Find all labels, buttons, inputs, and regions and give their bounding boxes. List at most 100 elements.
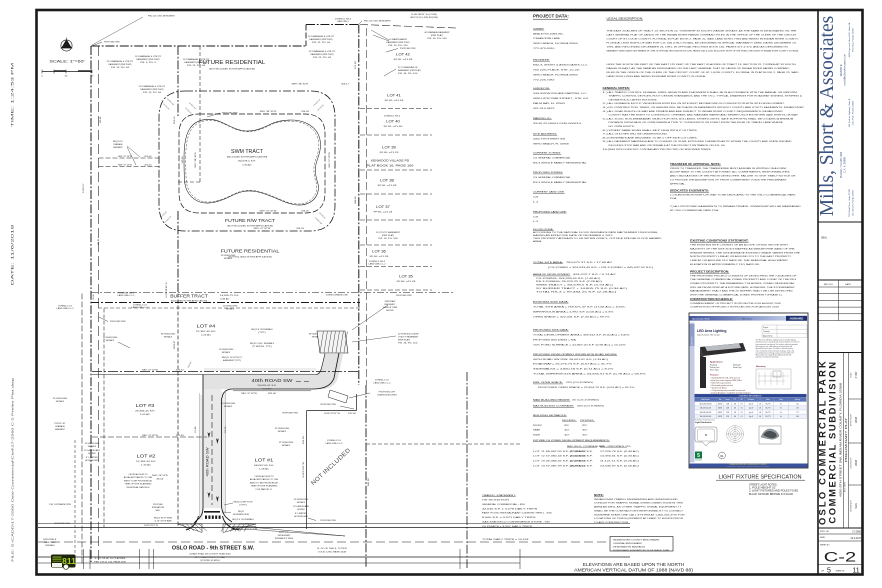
svg-text:driving 3 pcs preset compound: driving 3 pcs preset compound LEDS 0.5A/… — [711, 379, 742, 382]
svg-text:105 Federal Highway, Suite B: 105 Federal Highway, Suite B — [848, 98, 851, 127]
svg-text:110.32: 110.32 — [225, 426, 227, 433]
svg-text:Type IV: Type IV — [749, 416, 754, 418]
svg-text:OPEN SPACE = 322,341 S.F. (7.4: OPEN SPACE = 322,341 S.F. (7.40 AC) = 99… — [533, 315, 610, 318]
svg-text:YAL-01SW-LED-50K: YAL-01SW-LED-50K — [700, 403, 712, 406]
svg-text:340.30': 340.30' — [368, 477, 370, 486]
svg-text:40' DRAINAGE EASEMENT: 40' DRAINAGE EASEMENT — [424, 31, 449, 34]
svg-text:293.33': 293.33' — [303, 435, 305, 444]
svg-text:SUNSHINE STATE ONE CALL SYSTEM: SUNSHINE STATE ONE CALL SYSTEM AT 1-800-… — [594, 513, 685, 516]
svg-text:20' BUILDING: 20' BUILDING — [221, 255, 236, 257]
svg-text:INDIVIDUAL PARCELS: INDIVIDUAL PARCELS — [127, 486, 151, 489]
svg-text:L-2: L-2 — [533, 221, 540, 223]
svg-text:20' NON-EXCLUSIVE: 20' NON-EXCLUSIVE — [398, 334, 420, 336]
svg-text:ELEVATION IS APPROXIMATELY 19.: ELEVATION IS APPROXIMATELY 19.5 NAVD 88. — [690, 263, 760, 266]
svg-text:L=119.38: L=119.38 — [314, 217, 322, 225]
svg-text:CONSTRUCTION SCHEDULE:: CONSTRUCTION SCHEDULE: — [690, 299, 733, 301]
svg-text:700 22nd Place, Suite 2C/2D: 700 22nd Place, Suite 2C/2D — [848, 188, 851, 217]
svg-text:EASEMENT (PER PLAT): EASEMENT (PER PLAT) — [137, 58, 160, 61]
svg-text:YAL-01BL-LED-40K: YAL-01BL-LED-40K — [700, 415, 712, 418]
svg-text:LOT #4: LOT #4 — [197, 324, 216, 329]
svg-text:5,248: 5,248 — [726, 404, 730, 406]
svg-text:LOT #3: LOT #3 — [136, 403, 155, 408]
svg-text:TOTAL IMPERVIOUS AREA = 33,636: TOTAL IMPERVIOUS AREA = 33,636.91 S.F. (… — [533, 373, 646, 376]
svg-text:500: 500 — [796, 404, 798, 406]
svg-text:Wall Light: Wall Light — [733, 364, 741, 367]
svg-text:SIDEWALK 8' WIDE: SIDEWALK 8' WIDE — [275, 537, 293, 540]
svg-text:FOR PARCEL #1: FOR PARCEL #1 — [256, 488, 273, 491]
svg-text:PROPOSED PRM: PROPOSED PRM — [320, 520, 336, 522]
svg-text:10' UTILITY EASEMENT: 10' UTILITY EASEMENT — [376, 231, 400, 234]
svg-text:17-2560: 17-2560 — [852, 531, 861, 534]
svg-text:SS-277V: SS-277V — [765, 412, 770, 414]
svg-text:(NOT INCLUDED IN THIS APPLICAT: (NOT INCLUDED IN THIS APPLICATION) — [228, 256, 272, 259]
svg-text:TOTAL RS-3 = 99,484.25 S.F. (2: TOTAL RS-3 = 99,484.25 S.F. (2.28 AC) — [536, 290, 617, 293]
svg-text:17,793.78 S.F.: 17,793.78 S.F. — [570, 461, 594, 463]
svg-text:GSS SURVEYING AND MAPPING, LLC: GSS SURVEYING AND MAPPING, LLC — [533, 92, 587, 95]
svg-text:314.53: 314.53 — [296, 228, 304, 230]
svg-text:performance for an extremely w: performance for an extremely wide range … — [756, 341, 800, 344]
svg-text:protection meeting and conform: protection meeting and conformity. — [756, 356, 779, 359]
svg-text:LOT #3 49,484.45 S.F. (1.02 A: LOT #3 49,484.45 S.F. (1.02 AC) — [533, 460, 585, 463]
svg-text:20' DRAINAGE & UTILITY: 20' DRAINAGE & UTILITY — [107, 60, 135, 63]
svg-text:PROJ. NO: PROJ. NO — [820, 531, 829, 533]
svg-text:20' BUFFER TRACT + 14,805.75 S: 20' BUFFER TRACT + 14,805.75 S.F. (0.34 … — [536, 287, 628, 290]
svg-text:20' BUILDING: 20' BUILDING — [221, 403, 236, 405]
svg-text:113.44: 113.44 — [195, 426, 197, 433]
svg-text:PER O.R.B. 142, PAGE 499): PER O.R.B. 142, PAGE 499) — [94, 561, 126, 564]
svg-text:28' BUILDING: 28' BUILDING — [309, 334, 324, 336]
svg-text:EASEMENT (PER PLAT): EASEMENT (PER PLAT) — [141, 88, 164, 91]
svg-text:20' DRAINAGE & UTILITY: 20' DRAINAGE & UTILITY — [139, 85, 167, 88]
svg-text:P.B. 12, PG. 64: P.B. 12, PG. 64 — [187, 65, 205, 67]
svg-text:STREET NAME SIGNS SHALL BE 8": STREET NAME SIGNS SHALL BE 8" HIGH WITH … — [609, 129, 699, 132]
svg-text:700 22th PLACE, STE. 2C,2D: 700 22th PLACE, STE. 2C,2D — [533, 68, 580, 71]
svg-text:P.B. 12, PG. 64: P.B. 12, PG. 64 — [313, 57, 331, 59]
svg-text:FUTURE RESIDENTIAL: FUTURE RESIDENTIAL — [199, 60, 266, 66]
svg-text:NORTH PROPERTY LINE AT OR AROU: NORTH PROPERTY LINE AT OR AROUND 22.5 TO… — [690, 255, 792, 258]
svg-text:100' L.T.: 100' L.T. — [279, 532, 290, 534]
svg-text:STREET LIGHT NOTES:: STREET LIGHT NOTES: — [749, 484, 778, 487]
svg-text:1292.97: 1292.97 — [174, 341, 176, 350]
svg-text:YAL-01W-LED-40K: YAL-01W-LED-40K — [700, 407, 711, 410]
svg-text:10' DRAINAGE & UTILITY: 10' DRAINAGE & UTILITY — [135, 55, 163, 58]
svg-text:SETBACK: SETBACK — [226, 308, 235, 311]
svg-text:57,382.44 S.F.: 57,382.44 S.F. — [136, 461, 157, 463]
svg-text:PROJECT DESCRIPTION:: PROJECT DESCRIPTION: — [690, 271, 729, 273]
svg-text:ZONED PROPERTY. THE REMAINING: ZONED PROPERTY. THE REMAINING 7.94 ACRES… — [690, 282, 796, 285]
svg-text:PROJECT DATA:: PROJECT DATA: — [533, 14, 569, 19]
svg-text:FF EL.=21.59: FF EL.=21.59 — [370, 256, 390, 258]
svg-text:LAND USE-1 L-2: LAND USE-1 L-2 — [369, 263, 386, 266]
svg-text:COUNTY HAS THE RIGHT TO CONSTR: COUNTY HAS THE RIGHT TO CONSTRUCT, OPERA… — [609, 114, 800, 117]
svg-text:REV. NO.: REV. NO. — [824, 284, 834, 286]
svg-text:ALL NUISANCE EXOTIC VEGETATION: ALL NUISANCE EXOTIC VEGETATION EXISTING … — [609, 102, 786, 105]
svg-text:SWM TRACT: SWM TRACT — [231, 149, 263, 155]
svg-text:163.49: 163.49 — [182, 156, 184, 163]
svg-text:160' TAPER: 160' TAPER — [240, 523, 253, 526]
svg-text:1.94 AC: 1.94 AC — [242, 164, 252, 167]
svg-text:CG GENERAL COMMERCIAL: CG GENERAL COMMERCIAL — [533, 176, 572, 179]
svg-text:S00° 37' 32"W: S00° 37' 32"W — [329, 152, 331, 168]
svg-text:ACCORDING TO THE NATIONAL FLOO: ACCORDING TO THE NATIONAL FLOOD INSURANC… — [533, 231, 659, 234]
svg-text:3.): 3.) — [603, 107, 609, 109]
svg-text:N 89°38'32" E (C/DB): N 89°38'32" E (C/DB) — [411, 14, 437, 16]
svg-text:RS-3 SINGLE FAMILY RESIDENTIAL: RS-3 SINGLE FAMILY RESIDENTIAL — [533, 162, 588, 165]
svg-text:20' LANDSCAPE: 20' LANDSCAPE — [293, 505, 310, 508]
svg-text:ADJACENT PARCEL TO THE: ADJACENT PARCEL TO THE — [250, 478, 279, 481]
svg-text:8,000 S.F. x 3,971 DAILY TRIPS: 8,000 S.F. x 3,971 DAILY TRIPS — [482, 516, 537, 519]
svg-text:RANGE 39 EAST, AS THE SAME AS: RANGE 39 EAST, AS THE SAME AS DESIGNATED… — [607, 67, 791, 70]
svg-text:10' MAINTENANCE: 10' MAINTENANCE — [389, 38, 408, 41]
svg-text:DISTANCE FROM FACE OF CURB WHE: DISTANCE FROM FACE OF CURB WHERE A TYPE … — [609, 121, 784, 124]
svg-text:EASEMENT: EASEMENT — [55, 428, 65, 431]
svg-text:SIDEWALKS = 4,860.18 S.F. (0.1: SIDEWALKS = 4,860.18 S.F. (0.11 AC) = 8.… — [533, 368, 614, 371]
svg-text:58,091.61 S.F.: 58,091.61 S.F. — [258, 385, 278, 387]
svg-text:1.33 AC: 1.33 AC — [262, 387, 272, 390]
svg-text:LAND USE-1 L-2: LAND USE-1 L-2 — [374, 382, 391, 385]
svg-text:ACCEPTABLE TO THE COUNTY ATTOR: ACCEPTABLE TO THE COUNTY ATTORNEY, ALL C… — [670, 171, 791, 174]
svg-text:PROPOSED PRM: PROPOSED PRM — [396, 295, 412, 297]
svg-text:N 89°37'31" W: N 89°37'31" W — [324, 413, 340, 415]
svg-text:165.52: 165.52 — [188, 361, 193, 368]
svg-text:P.B. 16, PG. 100: P.B. 16, PG. 100 — [398, 73, 417, 75]
svg-text:EASEMENT (TYP.): EASEMENT (TYP.) — [223, 359, 242, 362]
svg-text:DESIGNED BY: DESIGNED BY — [851, 499, 853, 511]
svg-text:Specification Sheet: Specification Sheet — [692, 318, 710, 321]
svg-text:(NOT INCLUDED IN THIS APPLICAT: (NOT INCLUDED IN THIS APPLICATION) — [227, 225, 273, 228]
